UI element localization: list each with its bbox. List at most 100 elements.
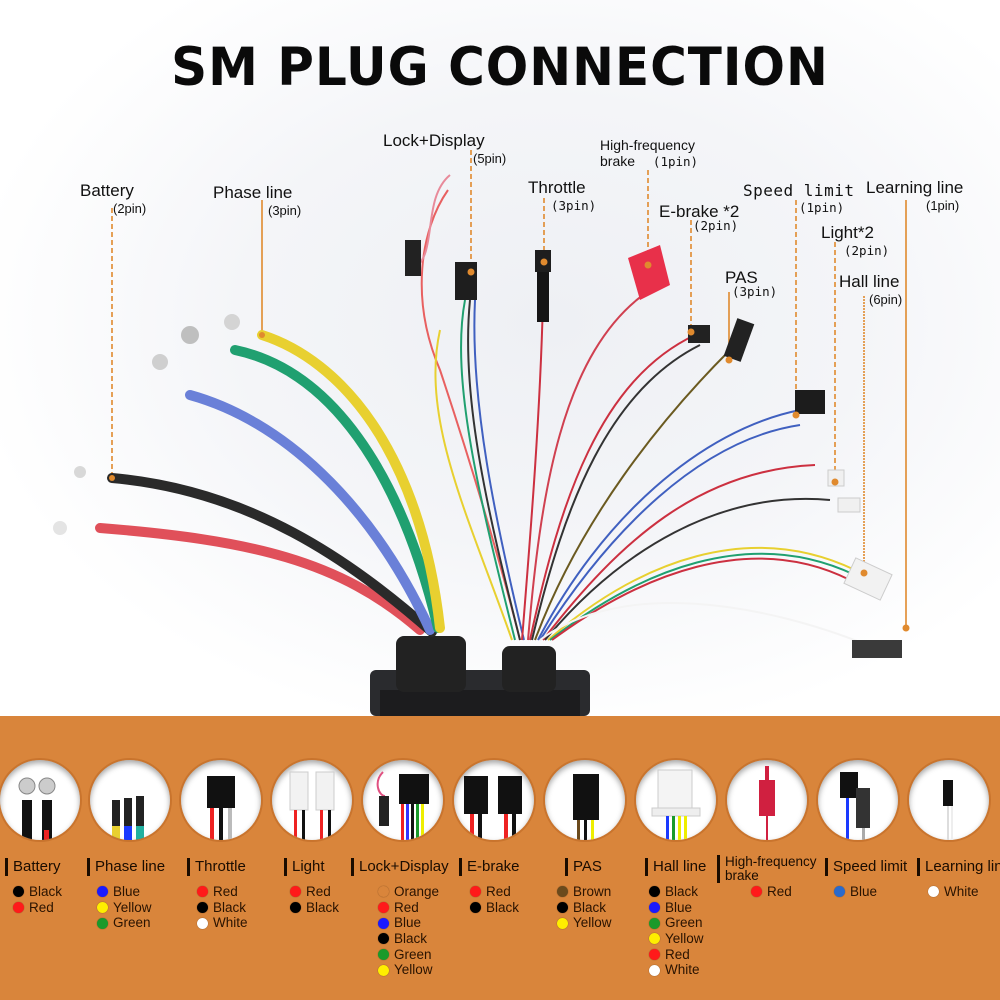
callout-learning-line: Learning line (1pin)	[866, 178, 964, 213]
wire-color-name: Red	[213, 884, 238, 899]
legend-label: Hall line	[645, 858, 706, 876]
color-swatch-icon	[834, 886, 845, 898]
color-swatch-icon	[197, 886, 208, 898]
connectors	[405, 174, 902, 658]
legend-label: Lock+Display	[351, 858, 449, 876]
wire-color-name: Green	[394, 946, 432, 962]
callout-e-brake: E-brake *2 (2pin)	[659, 202, 740, 233]
color-swatch-icon	[13, 902, 24, 914]
wire-color-item: Yellow	[557, 915, 612, 931]
wire-color-name: Black	[486, 899, 520, 915]
ebrake-connector	[688, 325, 710, 343]
wire-color-item: Red	[13, 900, 62, 916]
legend-label: Learning line	[917, 858, 1000, 876]
learning-connector	[852, 640, 902, 658]
color-swatch-icon	[649, 902, 660, 914]
wire-color-item: Blue	[378, 915, 439, 931]
wire-color-name: Orange	[394, 884, 440, 899]
wire-color-name: Black	[306, 899, 340, 915]
color-swatch-icon	[13, 886, 24, 898]
color-swatch-icon	[649, 917, 660, 929]
color-swatch-icon	[649, 949, 660, 961]
wire-color-name: Black	[665, 884, 699, 899]
color-swatch-icon	[97, 917, 108, 929]
wire-color-name: Black	[213, 899, 247, 915]
wire-color-list: White	[928, 884, 979, 900]
wire-color-name: Blue	[113, 884, 141, 899]
wire-color-item: Green	[97, 915, 152, 931]
learning-line-connector-icon	[909, 760, 989, 840]
pas-connector	[723, 318, 755, 362]
wire-color-item: White	[649, 962, 704, 978]
wire-color-item: Black	[197, 900, 248, 916]
callout-throttle: Throttle (3pin)	[528, 178, 597, 213]
legend-label: Battery	[5, 858, 61, 876]
wire-color-item: Black	[649, 884, 704, 900]
wire-color-name: Green	[113, 915, 151, 931]
wire-color-item: Yellow	[649, 931, 704, 947]
controller-body	[370, 636, 590, 716]
callout-high-frequency-brake: High-frequency brake (1pin)	[600, 137, 699, 169]
legend-label: Throttle	[187, 858, 246, 876]
color-swatch-icon	[649, 964, 660, 976]
wire-color-name: Green	[665, 915, 703, 931]
color-swatch-icon	[557, 902, 568, 914]
wire-color-item: Red	[751, 884, 792, 900]
wire-color-list: Blue	[834, 884, 877, 900]
color-swatch-icon	[470, 902, 481, 914]
white-2pin-connector-icon	[272, 760, 352, 840]
wire-color-name: Blue	[394, 915, 422, 931]
color-swatch-icon	[751, 886, 762, 898]
wire-color-list: Red	[751, 884, 792, 900]
legend-label: Speed limit	[825, 858, 907, 876]
wire-color-item: Black	[470, 900, 519, 916]
color-swatch-icon	[97, 902, 108, 914]
wire-color-item: White	[928, 884, 979, 900]
color-swatch-icon	[290, 886, 301, 898]
wire-color-item: Black	[290, 900, 339, 916]
red-1pin-connector-icon	[727, 760, 807, 840]
wire-color-item: Red	[197, 884, 248, 900]
color-swatch-icon	[649, 886, 660, 898]
wire-color-item: Red	[378, 900, 439, 916]
wire-color-item: Green	[378, 947, 439, 963]
color-swatch-icon	[649, 933, 660, 945]
wire-color-item: Blue	[97, 884, 152, 900]
color-swatch-icon	[470, 886, 481, 898]
hall-6pin-connector-icon	[636, 760, 716, 840]
lock-connector	[405, 240, 421, 276]
wire-color-item: Yellow	[378, 962, 439, 978]
page-title: SM PLUG CONNECTION	[171, 36, 829, 98]
wire-color-name: Red	[306, 884, 331, 899]
wire-color-item: Red	[649, 947, 704, 963]
callout-speed-limit: Speed limit (1pin)	[743, 181, 855, 215]
callout-hall-line: Hall line (6pin)	[839, 272, 903, 307]
display-connector	[455, 262, 477, 300]
hf-brake-connector	[628, 245, 670, 300]
callout-light: Light*2 (2pin)	[821, 223, 890, 258]
wire-color-item: Red	[290, 884, 339, 900]
callout-lock-display: Lock+Display (5pin)	[383, 131, 507, 166]
wire-color-name: White	[213, 915, 248, 931]
legend-label: E-brake	[459, 858, 520, 876]
wire-color-name: Blue	[665, 899, 693, 915]
speed-limit-connector	[795, 390, 825, 414]
color-swatch-icon	[378, 964, 389, 976]
wire-color-name: Red	[665, 946, 690, 962]
wire-color-item: Black	[378, 931, 439, 947]
wire-color-item: Blue	[834, 884, 877, 900]
legend-label: Phase line	[87, 858, 165, 876]
callout-pas: PAS (3pin)	[725, 268, 778, 299]
speed-limit-connector-icon	[818, 760, 898, 840]
color-swatch-icon	[290, 902, 301, 914]
wire-color-name: White	[944, 884, 979, 899]
leader-dots	[109, 258, 910, 632]
color-swatch-icon	[378, 933, 389, 945]
leader-lines	[111, 150, 907, 630]
wire-color-name: Black	[394, 931, 428, 947]
